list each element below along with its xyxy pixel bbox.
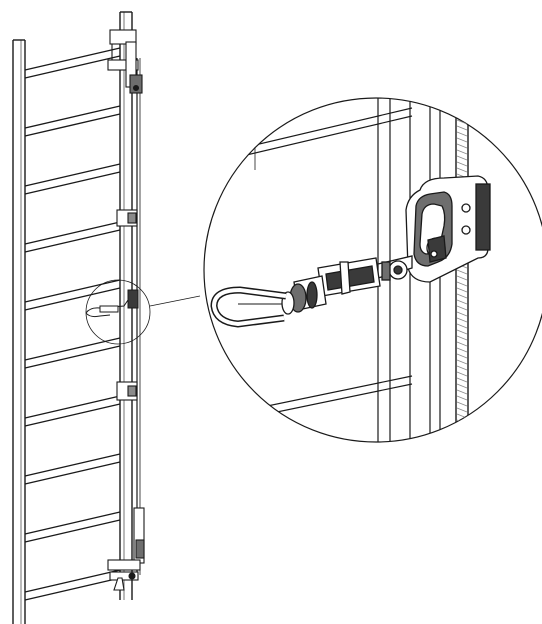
ladder [12, 11, 133, 624]
cable-strand [456, 353, 468, 359]
cable-strand [456, 131, 468, 137]
cable-strand [456, 143, 468, 149]
cable-strand [456, 299, 468, 305]
cable-strand [456, 371, 468, 377]
bottom-tension-bracket [107, 507, 145, 591]
cable-strand [456, 425, 468, 431]
fall-arrester-small [85, 289, 139, 318]
cable-strand [456, 365, 468, 371]
cable-strand [456, 389, 468, 395]
cable-strand [456, 437, 468, 442]
cable-strand [456, 329, 468, 335]
fall-arrester-device [405, 175, 491, 283]
cable-strand [457, 84, 467, 88]
cable-strand [456, 287, 468, 293]
carabiner-hook [210, 286, 287, 328]
cable-strand [456, 311, 468, 317]
cable-strand [456, 167, 468, 173]
cable-strand [456, 113, 468, 119]
cable-strand [456, 395, 468, 401]
cable-strand [456, 275, 468, 281]
cable-strand [456, 377, 468, 383]
cable-strand [456, 431, 468, 437]
cable-strand [457, 444, 467, 448]
lanyard-connector [377, 255, 413, 281]
cable-strand [456, 359, 468, 365]
cable-strand [456, 383, 468, 389]
ladder-rung [24, 279, 121, 311]
cable-strand [456, 155, 468, 161]
ladder-rung [24, 337, 121, 369]
cable-strand [456, 269, 468, 275]
cable-strand [456, 161, 468, 167]
magnified-detail [203, 84, 542, 460]
ladder-rung [24, 163, 121, 195]
cable-strand [456, 335, 468, 341]
ladder-rungs [24, 47, 121, 601]
cable-guide-upper [116, 209, 138, 227]
cable-strand [456, 137, 468, 143]
ladder-rung [24, 47, 121, 79]
cable-strand [456, 317, 468, 323]
cable-strand [456, 347, 468, 353]
ladder-rung [24, 569, 121, 601]
cable-strand [457, 450, 467, 454]
cable-strand [456, 419, 468, 425]
cable-strand [456, 119, 468, 125]
ladder-left-rail [12, 39, 26, 624]
cable-strand [456, 305, 468, 311]
ladder-rung [24, 511, 121, 543]
ladder-rung [24, 105, 121, 137]
cable-strand [456, 407, 468, 413]
detail-callout-marker [85, 279, 201, 345]
safety-cable [136, 58, 141, 575]
cable-strand [456, 98, 468, 101]
energy-absorber [281, 257, 381, 315]
cable-strand [456, 149, 468, 155]
ladder-rung [24, 453, 121, 485]
cable-strand [456, 401, 468, 407]
cable-strand [456, 107, 468, 113]
cable-strand [457, 456, 467, 460]
cable-guide-lower [116, 381, 138, 401]
ladder-rung [24, 395, 121, 427]
cable-strand [456, 341, 468, 347]
cable-strand [456, 293, 468, 299]
cable-strand [456, 125, 468, 131]
ladder-rung [24, 221, 121, 253]
cable-strand [456, 281, 468, 287]
cable-strand [457, 90, 467, 94]
top-anchor-bracket [107, 29, 143, 94]
cable-strand [456, 101, 468, 107]
cable-strand [456, 323, 468, 329]
